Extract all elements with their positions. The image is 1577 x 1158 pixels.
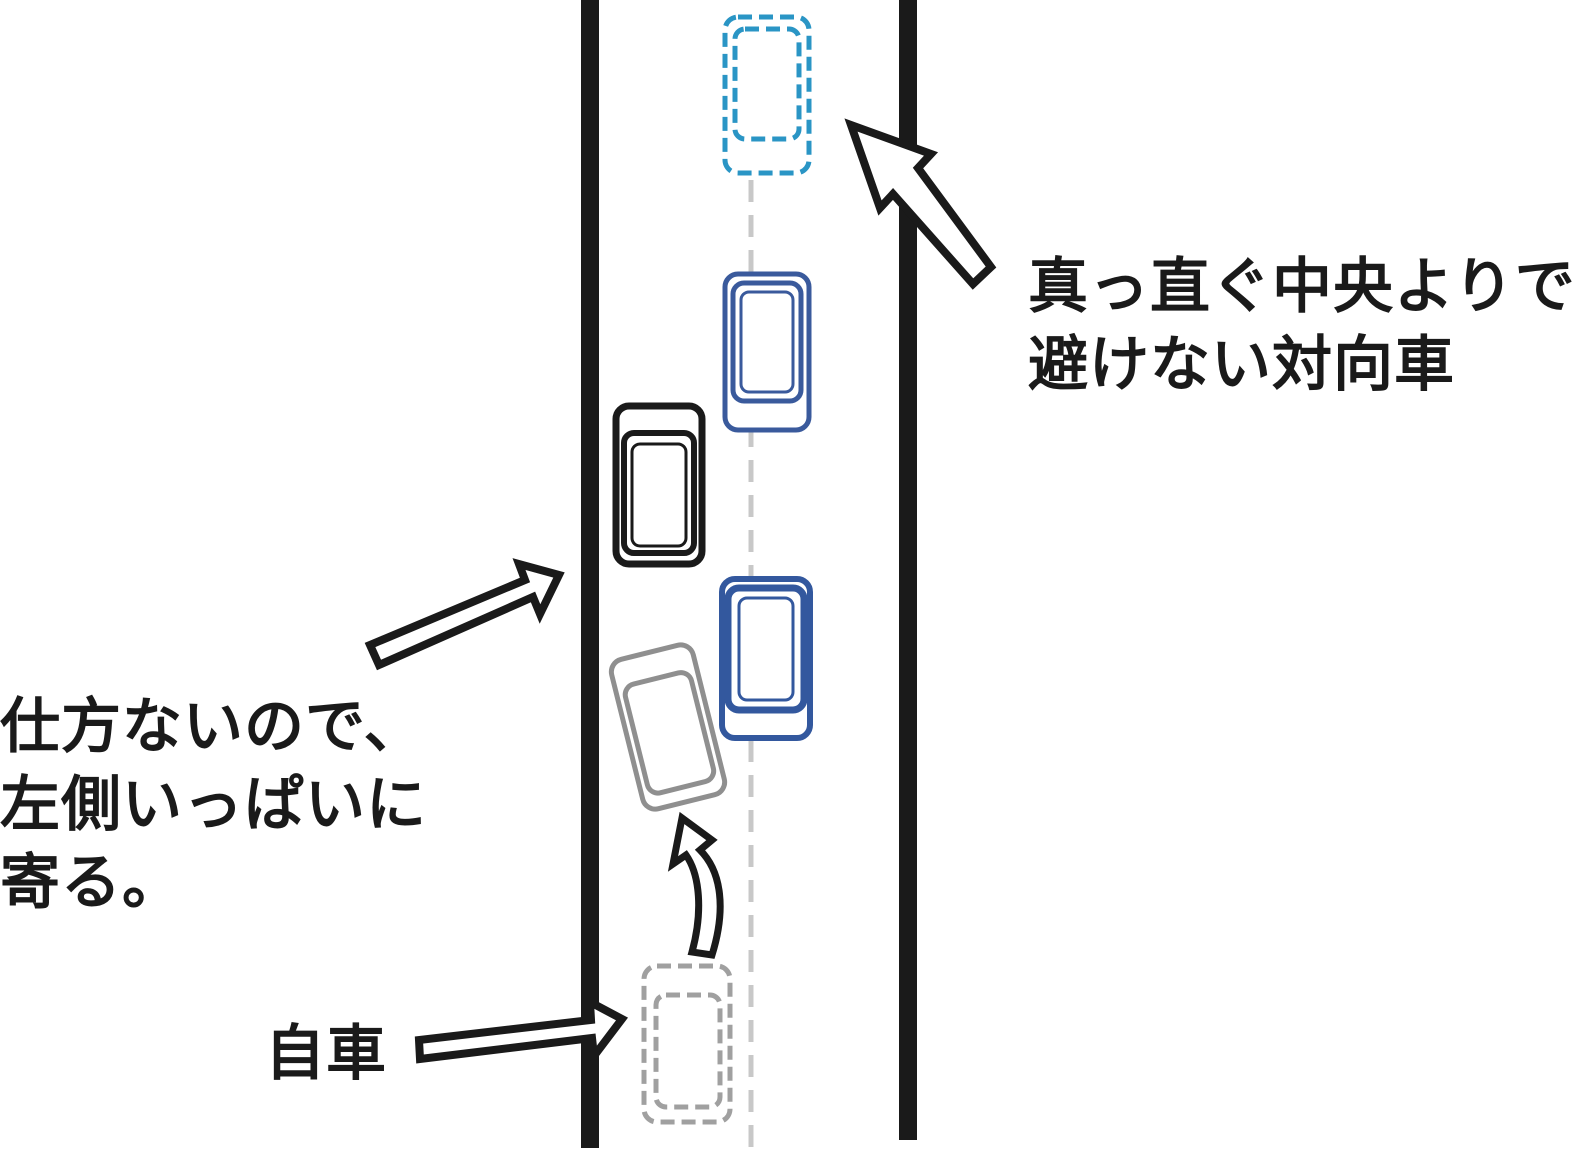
own-car-pointer-arrow: [414, 995, 629, 1067]
move-left-annotation-line2: 左側いっぱいに: [0, 770, 427, 840]
move-left-pointer-arrow: [364, 558, 565, 671]
move-left-annotation: 仕方ないので、 左側いっぱいに 寄る。: [0, 688, 427, 922]
oncoming-car: [722, 271, 812, 433]
own-car-moved: [608, 642, 728, 812]
move-left-annotation-line1: 仕方ないので、: [0, 692, 425, 762]
oncoming-car-ghost: [722, 14, 812, 176]
left-lane-car: [612, 402, 706, 568]
oncoming-annotation-line1: 真っ直ぐ中央よりで: [1028, 252, 1576, 322]
own-car-ghost: [641, 963, 733, 1125]
own-car-annotation: 自車: [265, 1019, 387, 1089]
move-left-annotation-line3: 寄る。: [0, 848, 183, 918]
oncoming-car-lower: [719, 576, 813, 741]
curved-move-arrow: [667, 811, 724, 959]
oncoming-pointer-arrow: [844, 118, 997, 290]
oncoming-annotation-line2: 避けない対向車: [1028, 330, 1455, 400]
oncoming-car-annotation: 真っ直ぐ中央よりで 避けない対向車: [1028, 248, 1576, 404]
